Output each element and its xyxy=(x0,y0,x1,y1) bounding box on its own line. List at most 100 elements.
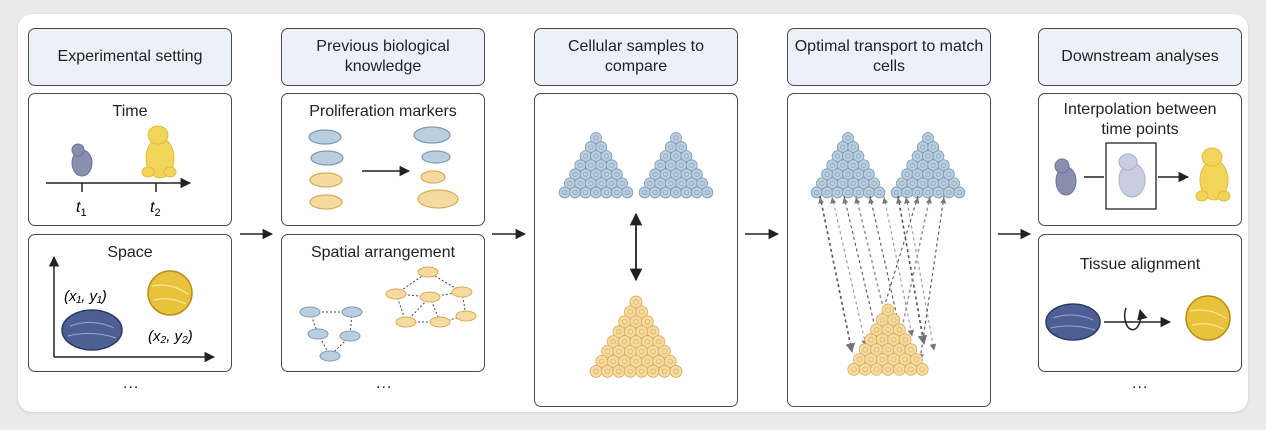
cell xyxy=(611,168,623,181)
cell-nucleus xyxy=(644,338,651,345)
cell-nucleus xyxy=(946,171,952,177)
cell xyxy=(898,333,912,347)
panel-time: Time xyxy=(28,93,232,226)
cell-nucleus xyxy=(845,189,851,195)
cell-nucleus xyxy=(896,366,903,373)
cell-nucleus xyxy=(956,189,962,195)
header-downstream-analyses: Downstream analyses xyxy=(1038,28,1242,86)
cell-nucleus xyxy=(593,135,599,141)
cell xyxy=(696,177,709,190)
cell-nucleus xyxy=(694,189,700,195)
cell-nucleus xyxy=(652,171,658,177)
transport-arrow xyxy=(866,195,919,361)
cell-nucleus xyxy=(593,189,599,195)
cell-nucleus xyxy=(616,329,622,335)
cell-nucleus xyxy=(562,189,568,195)
cell-nucleus xyxy=(614,189,620,195)
cell xyxy=(881,303,895,317)
blue-tissue-section-icon xyxy=(61,309,123,351)
interp-intermediate-embryo-icon xyxy=(1118,153,1146,198)
cell xyxy=(937,159,950,172)
ellipsis-col5: ... xyxy=(1132,375,1149,392)
cell-nucleus xyxy=(609,162,615,168)
header-previous-knowledge: Previous biological knowledge xyxy=(281,28,485,86)
cell-nucleus xyxy=(904,189,910,195)
cell-nucleus xyxy=(908,346,914,353)
cell-nucleus xyxy=(866,189,872,195)
cell xyxy=(701,186,714,199)
cell xyxy=(635,305,649,319)
cell-nucleus xyxy=(663,171,669,177)
cell xyxy=(847,141,860,153)
cell xyxy=(953,186,966,199)
cell xyxy=(868,177,881,190)
cell-nucleus xyxy=(824,171,830,177)
cell-nucleus xyxy=(879,317,885,323)
cell xyxy=(638,186,651,199)
rotation-icon xyxy=(1123,307,1148,331)
transport-arrow xyxy=(831,195,868,347)
cell-nucleus xyxy=(650,348,656,355)
cell-nucleus xyxy=(663,189,669,195)
cell-nucleus xyxy=(572,189,578,195)
cell xyxy=(590,186,602,199)
cell-nucleus xyxy=(913,356,920,363)
cell-nucleus xyxy=(862,366,868,373)
cell xyxy=(910,353,923,366)
cell-nucleus xyxy=(868,337,874,343)
cell-nucleus xyxy=(896,327,903,333)
cell-nucleus xyxy=(915,189,921,195)
cell-nucleus xyxy=(644,358,651,365)
cell-nucleus xyxy=(683,189,689,195)
cell-nucleus xyxy=(894,189,900,195)
cell-nucleus xyxy=(678,144,684,150)
cell-nucleus xyxy=(862,346,868,353)
cell-nucleus xyxy=(673,368,679,374)
cell-nucleus xyxy=(621,358,628,365)
cell-nucleus xyxy=(845,171,851,177)
cell-nucleus xyxy=(673,189,679,195)
cell-nucleus xyxy=(899,180,905,186)
cell-nucleus xyxy=(642,189,648,195)
cell-nucleus xyxy=(840,162,846,168)
cell-nucleus xyxy=(657,162,663,168)
panel-spatial-title: Spatial arrangement xyxy=(310,244,456,261)
cell-nucleus xyxy=(668,180,674,186)
space-coord-1: (x₁, y₁) xyxy=(64,288,107,305)
cell-nucleus xyxy=(890,317,897,323)
cell-nucleus xyxy=(627,329,633,335)
cell-nucleus xyxy=(835,153,841,159)
cell-nucleus xyxy=(673,153,679,159)
cell-nucleus xyxy=(609,180,615,186)
cell-nucleus xyxy=(855,171,861,177)
cell-nucleus xyxy=(946,189,952,195)
cell-nucleus xyxy=(616,368,622,374)
cell xyxy=(904,343,918,357)
spatial-blue-cells xyxy=(299,306,363,362)
panel-time-title: Time xyxy=(112,103,148,120)
cell-nucleus xyxy=(673,171,679,177)
cell-nucleus xyxy=(656,338,662,345)
cell xyxy=(590,132,602,144)
cell xyxy=(601,364,614,378)
cell-nucleus xyxy=(627,368,633,374)
cell-nucleus xyxy=(941,180,947,186)
cell xyxy=(646,325,660,339)
cell-nucleus xyxy=(657,180,663,186)
cell-nucleus xyxy=(861,180,867,186)
cell-nucleus xyxy=(829,180,835,186)
cell-nucleus xyxy=(871,180,877,186)
cell-nucleus xyxy=(856,356,863,363)
transport-arrow xyxy=(917,195,945,361)
cell-nucleus xyxy=(661,348,668,355)
cell-nucleus xyxy=(598,180,604,186)
cell-nucleus xyxy=(633,319,639,325)
cell xyxy=(658,345,671,358)
yellow-tissue-section-icon xyxy=(147,270,193,316)
cell-nucleus xyxy=(588,144,594,150)
cell xyxy=(863,186,875,199)
header-optimal-transport: Optimal transport to match cells xyxy=(787,28,991,86)
cell-nucleus xyxy=(604,348,611,355)
cell-nucleus xyxy=(851,366,857,373)
